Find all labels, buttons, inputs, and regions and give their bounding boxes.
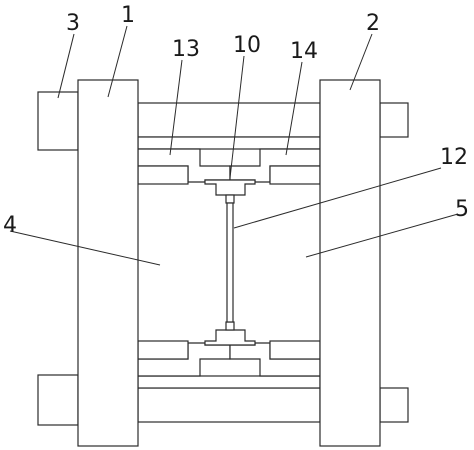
callout-14: 14 bbox=[290, 39, 318, 64]
leader-line-3 bbox=[57, 33, 75, 99]
leader-line-1 bbox=[107, 25, 128, 98]
bottom-tie-bar bbox=[137, 387, 321, 423]
leader-line-12 bbox=[233, 167, 442, 229]
bottom-plate bbox=[137, 375, 321, 389]
right-top-block bbox=[379, 102, 409, 138]
leader-line-13 bbox=[169, 59, 183, 156]
right-column bbox=[319, 79, 381, 447]
right-bottom-block bbox=[379, 387, 409, 423]
bottom-lower-left-strip bbox=[137, 340, 189, 360]
leader-line-4 bbox=[9, 230, 161, 266]
callout-10: 10 bbox=[233, 33, 261, 58]
top-lower-left-strip bbox=[137, 165, 189, 185]
leader-line-2 bbox=[349, 33, 373, 91]
leader-line-14 bbox=[285, 61, 303, 156]
left-bottom-block bbox=[37, 374, 79, 426]
top-nozzle-stem bbox=[225, 194, 235, 204]
callout-12: 12 bbox=[440, 145, 468, 170]
callout-13: 13 bbox=[172, 37, 200, 62]
central-vertical-bar bbox=[226, 202, 234, 323]
top-lower-right-strip bbox=[269, 165, 321, 185]
callout-4: 4 bbox=[3, 213, 17, 238]
left-column bbox=[77, 79, 139, 447]
leader-line-10 bbox=[229, 55, 245, 179]
left-top-block bbox=[37, 91, 79, 151]
top-tie-bar bbox=[137, 102, 321, 138]
callout-2: 2 bbox=[366, 11, 380, 36]
callout-5: 5 bbox=[455, 197, 469, 222]
top-nozzle bbox=[204, 179, 256, 196]
bottom-lower-right-strip bbox=[269, 340, 321, 360]
bottom-nozzle-stem bbox=[225, 321, 235, 331]
callout-3: 3 bbox=[66, 11, 80, 36]
callout-1: 1 bbox=[121, 3, 135, 28]
top-plate bbox=[137, 136, 321, 150]
leader-line-5 bbox=[305, 213, 459, 258]
bottom-nozzle bbox=[204, 329, 256, 346]
